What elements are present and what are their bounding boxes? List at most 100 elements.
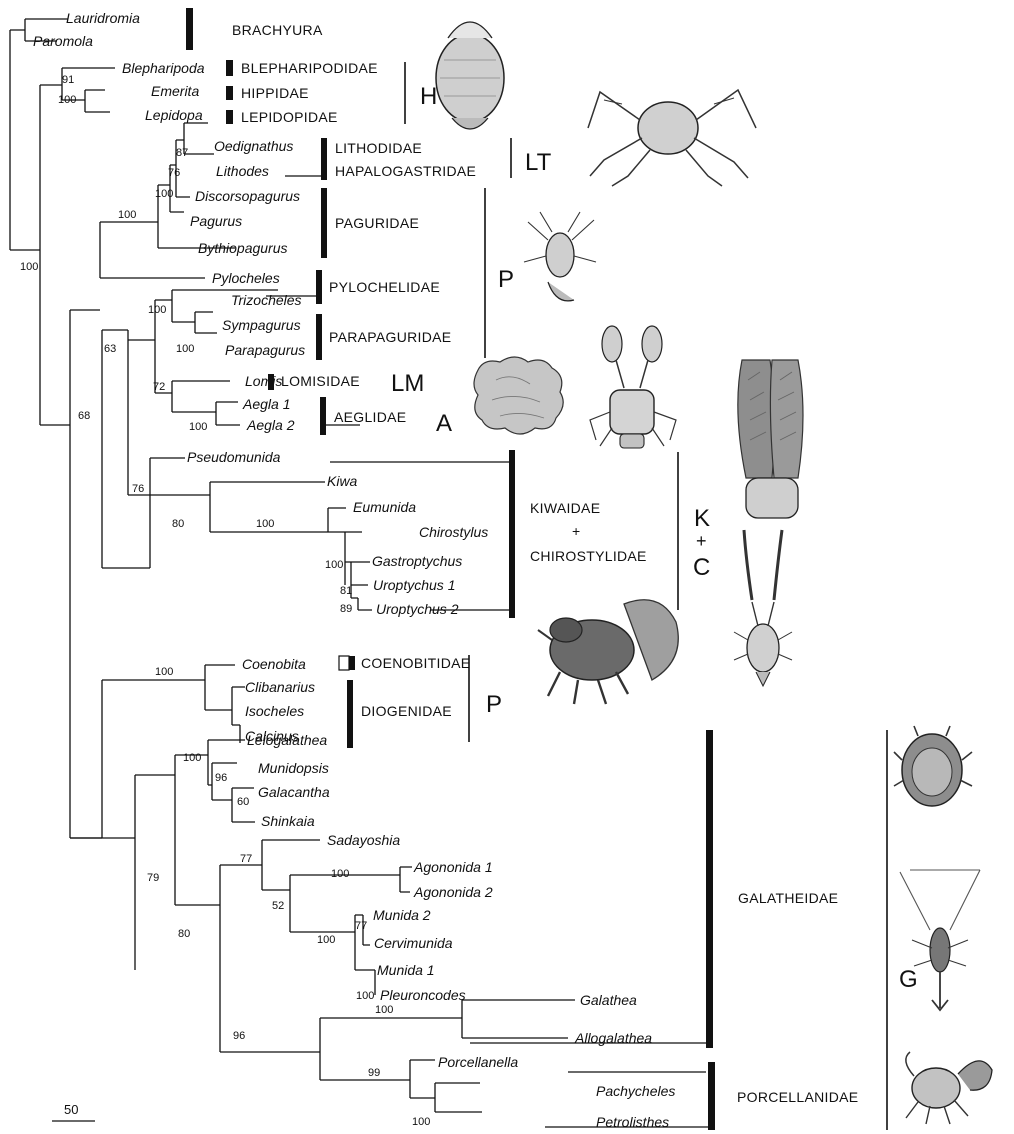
family-blepharipodidae: BLEPHARIPODIDAE: [241, 60, 378, 76]
spiny-galatheid-illustration: [894, 726, 972, 806]
tip-discorsopagurus: Discorsopagurus: [195, 188, 300, 204]
group-k: K: [694, 505, 710, 532]
tip-blepharipoda: Blepharipoda: [122, 60, 205, 76]
support-paguridae-lt: 100: [155, 188, 173, 200]
tip-sympagurus: Sympagurus: [222, 317, 301, 333]
tip-lithodes: Lithodes: [216, 163, 269, 179]
support-emerita-lepidopa: 100: [58, 94, 76, 106]
tip-aegla2: Aegla 2: [246, 417, 295, 433]
tip-munida2: Munida 2: [373, 907, 431, 923]
support-pachy-petro: 100: [412, 1116, 430, 1128]
group-a: A: [436, 410, 452, 437]
tip-shinkaia: Shinkaia: [261, 813, 315, 829]
support-diogenidae: 100: [155, 666, 173, 678]
yeti-crab-claws-illustration: [738, 360, 803, 518]
tip-agononida1: Agononida 1: [413, 859, 493, 875]
tip-lepidopa: Lepidopa: [145, 107, 203, 123]
support-galathea-porcell: 96: [233, 1030, 245, 1042]
support-galacantha-shinkaia: 60: [237, 796, 249, 808]
bar-lithodidae: [321, 138, 327, 180]
support-munida-group: 100: [317, 934, 335, 946]
support-munida1-pleuroncodes: 100: [356, 990, 374, 1002]
tip-porcellanella: Porcellanella: [438, 1054, 518, 1070]
family-lomisidae: LOMISIDAE: [281, 373, 360, 389]
support-hippoidea: 91: [62, 74, 74, 86]
support-munidopsis-group: 96: [215, 772, 227, 784]
tip-agononida2: Agononida 2: [413, 884, 493, 900]
group-c: C: [693, 554, 710, 581]
family-lithodidae: LITHODIDAE: [335, 140, 422, 156]
tip-pleuroncodes: Pleuroncodes: [380, 987, 466, 1003]
family-paguridae: PAGURIDAE: [335, 215, 419, 231]
tip-emerita: Emerita: [151, 83, 199, 99]
tip-uroptychus2: Uroptychus 2: [376, 601, 459, 617]
bar-paguridae: [321, 188, 327, 258]
family-aeglidae: AEGLIDAE: [334, 409, 406, 425]
tip-coenobita: Coenobita: [242, 656, 306, 672]
bar-parapaguridae: [316, 314, 322, 360]
tip-bythiopagurus: Bythiopagurus: [198, 240, 288, 256]
support-uroptychus-group: 81: [340, 585, 352, 597]
scale-bar: 50: [52, 1102, 95, 1121]
support-agononida-munida: 52: [272, 900, 284, 912]
family-pylochelidae: PYLOCHELIDAE: [329, 279, 440, 295]
family-lepidopidae: LEPIDOPIDAE: [241, 109, 338, 125]
family-galatheidae: GALATHEIDAE: [738, 890, 838, 906]
bar-lomisidae: [268, 374, 274, 390]
tip-pseudomunida: Pseudomunida: [187, 449, 281, 465]
tip-leiogalathea: Leiogalathea: [247, 732, 327, 748]
group-p2: P: [486, 691, 502, 718]
support-munida2-cervimunida: 77: [355, 920, 367, 932]
tip-uroptychus1: Uroptychus 1: [373, 577, 455, 593]
squat-lobster-illustration: [734, 530, 792, 686]
group-lm: LM: [391, 370, 424, 397]
family-parapaguridae: PARAPAGURIDAE: [329, 329, 451, 345]
tip-galacantha: Galacantha: [258, 784, 330, 800]
support-kiwa-chiro: 76: [132, 483, 144, 495]
support-agononida: 100: [331, 868, 349, 880]
group-h: H: [420, 83, 437, 110]
family-porcellanidae: PORCELLANIDAE: [737, 1089, 858, 1105]
coconut-crab-illustration: [538, 600, 678, 704]
group-lt: LT: [525, 149, 552, 176]
support-galatheoidea: 79: [147, 872, 159, 884]
group-p1: P: [498, 266, 514, 293]
bar-porcellanidae: [708, 1062, 715, 1130]
tip-pagurus: Pagurus: [190, 213, 242, 229]
support-anomura-core: 68: [78, 410, 90, 422]
support-kiwa-branch: 80: [172, 518, 184, 530]
tip-trizocheles: Trizocheles: [231, 292, 302, 308]
tree-branches: [10, 19, 575, 1112]
hippid-crab-illustration: [436, 22, 504, 129]
bar-blepharipodidae: [226, 60, 233, 76]
tip-galathea: Galathea: [580, 992, 637, 1008]
support-porcellanidae: 99: [368, 1067, 380, 1079]
group-g: G: [899, 966, 918, 993]
support-parapaguridae-clade: 100: [148, 304, 166, 316]
family-diogenidae: DIOGENIDAE: [361, 703, 452, 719]
tip-eumunida: Eumunida: [353, 499, 416, 515]
family-kiwaidae-plus: +: [572, 523, 580, 539]
family-chirostylidae: CHIROSTYLIDAE: [530, 548, 647, 564]
hermit-crab-illustration: [524, 212, 596, 301]
tip-clibanarius: Clibanarius: [245, 679, 315, 695]
support-parapag-lomis: 63: [104, 343, 116, 355]
tip-lomis: Lomis: [245, 373, 282, 389]
support-munidinae: 77: [240, 853, 252, 865]
bar-lepidopidae: [226, 110, 233, 124]
bar-aeglidae: [320, 397, 326, 435]
support-galathea-allogalathea: 100: [375, 1004, 393, 1016]
support-paguridae: 100: [118, 209, 136, 221]
family-hippidae: HIPPIDAE: [241, 85, 309, 101]
tip-munidopsis: Munidopsis: [258, 760, 329, 776]
family-kiwaidae: KIWAIDAE: [530, 500, 600, 516]
family-hapalogastridae: HAPALOGASTRIDAE: [335, 163, 476, 179]
tip-chirostylus: Chirostylus: [419, 524, 488, 540]
aeglid-crab-illustration: [590, 326, 676, 448]
support-lithodes-clade: 76: [168, 167, 180, 179]
support-chirostylidae: 100: [256, 518, 274, 530]
tip-cervimunida: Cervimunida: [374, 935, 453, 951]
tip-oedignathus: Oedignathus: [214, 138, 293, 154]
tip-isocheles: Isocheles: [245, 703, 304, 719]
